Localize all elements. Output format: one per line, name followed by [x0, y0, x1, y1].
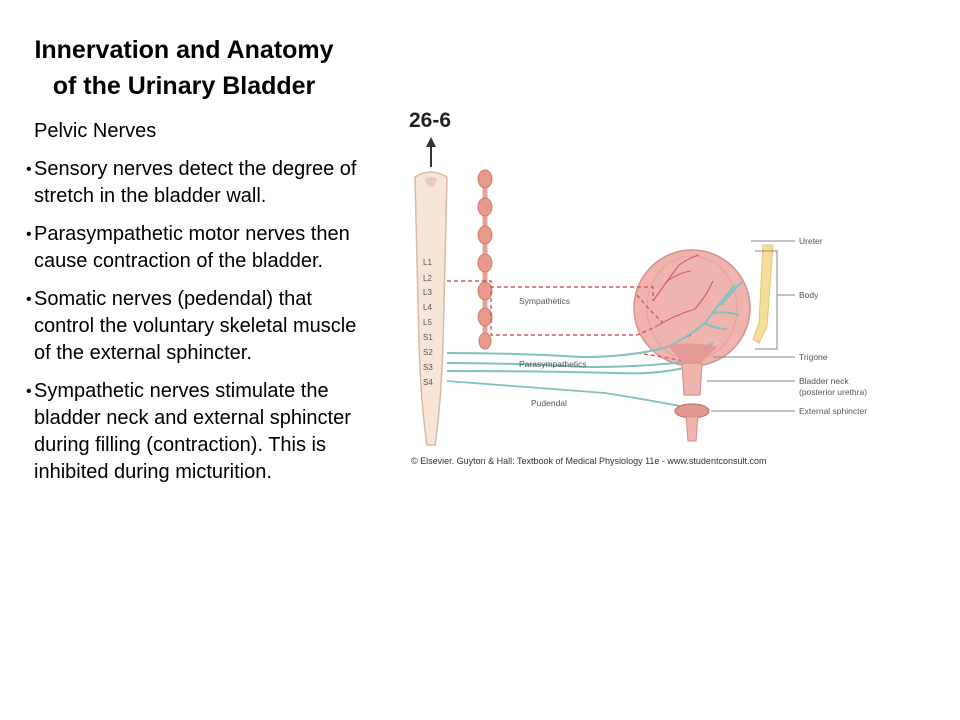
- level-l5: L5: [423, 318, 432, 327]
- figure-credit: © Elsevier. Guyton & Hall: Textbook of M…: [411, 456, 766, 466]
- urethra: [685, 416, 699, 442]
- sympathetic-pathways: [447, 280, 686, 362]
- slide-title: Innervation and Anatomy of the Urinary B…: [8, 32, 360, 104]
- parasympathetic-pathway: [446, 280, 744, 375]
- level-s3: S3: [423, 363, 433, 372]
- label-pudendal: Pudendal: [531, 398, 567, 408]
- pudendal-pathway: [446, 380, 686, 408]
- level-s1: S1: [423, 333, 433, 342]
- title-line-2: of the Urinary Bladder: [52, 72, 316, 100]
- label-posterior-urethra: (posterior urethra): [799, 387, 867, 397]
- label-sympathetics: Sympathetics: [519, 296, 570, 306]
- bullet-sympathetic: Sympathetic nerves stimulate the bladder…: [26, 378, 360, 486]
- label-external-sphincter: External sphincter: [799, 406, 867, 416]
- label-leader-lines: [707, 240, 795, 412]
- level-l1: L1: [423, 258, 432, 267]
- bullet-sensory: Sensory nerves detect the degree of stre…: [26, 156, 360, 210]
- subheading: Pelvic Nerves: [34, 120, 157, 142]
- sympathetic-ganglia: [477, 169, 493, 350]
- text-column: Pelvic Nerves Sensory nerves detect the …: [26, 118, 360, 497]
- figure-number: 26-6: [409, 109, 451, 132]
- figure-svg: 26-6 L1 L2 L3 L4 L5 S1 S2 S3 S4: [409, 109, 867, 466]
- spinal-cord-gray-matter: [425, 177, 437, 187]
- level-l3: L3: [423, 288, 432, 297]
- bladder-neck: [681, 362, 703, 396]
- label-parasympathetics: Parasympathetics: [519, 359, 587, 369]
- label-body: Body: [799, 290, 819, 300]
- external-sphincter: [674, 403, 710, 419]
- level-s2: S2: [423, 348, 433, 357]
- label-trigone: Trigone: [799, 352, 828, 362]
- label-ureter: Ureter: [799, 236, 823, 246]
- bullet-parasympathetic: Parasympathetic motor nerves then cause …: [26, 221, 360, 275]
- level-s4: S4: [423, 378, 433, 387]
- level-l2: L2: [423, 274, 432, 283]
- ureter-tube: [752, 244, 774, 344]
- label-bladder-neck: Bladder neck: [799, 376, 849, 386]
- trigone-region: [667, 343, 717, 365]
- level-l4: L4: [423, 303, 432, 312]
- title-line-1: Innervation and Anatomy: [34, 36, 334, 64]
- ascending-arrow-icon: [426, 137, 436, 147]
- bladder-innervation-figure: 26-6 L1 L2 L3 L4 L5 S1 S2 S3 S4: [395, 95, 900, 480]
- bullet-somatic: Somatic nerves (pedendal) that control t…: [26, 286, 360, 367]
- spinal-cord: [414, 171, 448, 446]
- bullet-list: Sensory nerves detect the degree of stre…: [26, 156, 360, 486]
